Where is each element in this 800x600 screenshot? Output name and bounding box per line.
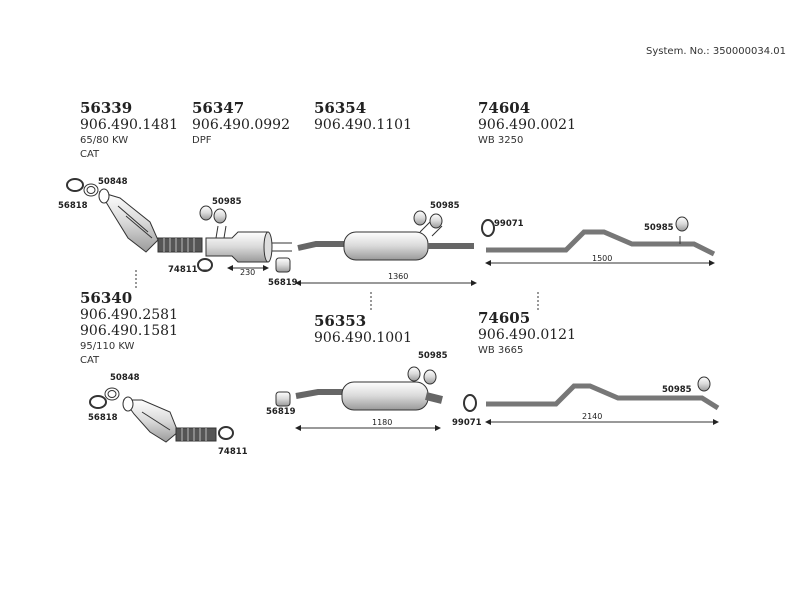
part-note: CAT (80, 354, 100, 366)
part-number: 906.490.0992 (192, 117, 290, 134)
dpf-filter-56347 (205, 225, 292, 263)
part-number: 906.490.0121 (478, 327, 576, 344)
clamp-ring-56818 (89, 395, 107, 409)
part-note: 95/110 KW (80, 341, 135, 353)
clamp-56819 (275, 257, 291, 273)
gasket-50848 (83, 183, 99, 197)
part-note: CAT (80, 148, 100, 160)
label-56818: 56818 (58, 201, 88, 211)
part-number: 906.490.1481 (80, 117, 178, 134)
label-56819: 56819 (268, 278, 298, 288)
catalytic-converter-56340 (122, 396, 179, 443)
part-block-74604: 74604 906.490.0021 WB 3250 (478, 99, 576, 147)
flex-pipe (175, 427, 217, 442)
label-50848: 50848 (110, 373, 140, 383)
system-number: System. No.: 350000034.01 (646, 46, 786, 57)
part-note: WB 3665 (478, 345, 524, 357)
part-block-56339: 56339 906.490.1481 65/80 KW CAT (80, 99, 178, 160)
part-block-56347: 56347 906.490.0992 DPF (192, 99, 290, 147)
label-50985: 50985 (212, 197, 242, 207)
part-code: 56339 (80, 99, 133, 117)
part-number: 906.490.1581 (80, 323, 178, 340)
mount-rubber-50985 (675, 216, 689, 232)
pipe-clamp-74811 (197, 258, 213, 272)
clamp-99071 (463, 394, 477, 412)
part-code: 56354 (314, 99, 367, 117)
dimension-1360: 1360 (388, 272, 408, 281)
label-50985: 50985 (430, 201, 460, 211)
part-code: 56347 (192, 99, 245, 117)
label-56818: 56818 (88, 413, 118, 423)
part-code: 56340 (80, 289, 133, 307)
catalytic-converter-56339 (98, 188, 159, 253)
clamp-99071 (481, 219, 495, 237)
middle-silencer-56354 (297, 221, 474, 261)
dimension-1500: 1500 (592, 254, 612, 263)
part-note: WB 3250 (478, 135, 524, 147)
part-number: 906.490.1001 (314, 330, 412, 347)
label-99071: 99071 (452, 418, 482, 428)
part-block-56354: 56354 906.490.1101 (314, 99, 412, 134)
part-code: 74605 (478, 309, 531, 327)
part-block-56353: 56353 906.490.1001 (314, 312, 412, 347)
pipe-clamp-74811 (218, 426, 234, 440)
dimension-1180: 1180 (372, 418, 392, 427)
gasket-50848 (104, 387, 120, 401)
label-50848: 50848 (98, 177, 128, 187)
label-74811: 74811 (168, 265, 198, 275)
part-note: 65/80 KW (80, 135, 129, 147)
mount-rubber-50985 (413, 210, 443, 229)
mount-rubber-50985 (407, 366, 437, 385)
label-50985: 50985 (418, 351, 448, 361)
part-number: 906.490.0021 (478, 117, 576, 134)
part-number: 906.490.2581 (80, 307, 178, 324)
dimension-2140: 2140 (582, 412, 602, 421)
flex-pipe (157, 237, 203, 253)
tail-pipe-74605 (486, 383, 720, 411)
dimension-230: 230 (240, 268, 255, 277)
clamp-ring-56818 (66, 178, 84, 192)
label-74811: 74811 (218, 447, 248, 457)
label-50985: 50985 (662, 385, 692, 395)
label-99071: 99071 (494, 219, 524, 229)
part-code: 56353 (314, 312, 367, 330)
middle-silencer-56353 (295, 381, 443, 411)
part-code: 74604 (478, 99, 531, 117)
part-block-56340: 56340 906.490.2581 906.490.1581 95/110 K… (80, 289, 178, 366)
clamp-56819 (275, 391, 291, 407)
label-56819: 56819 (266, 407, 296, 417)
label-50985: 50985 (644, 223, 674, 233)
mount-rubber-50985 (199, 205, 227, 224)
part-note: DPF (192, 135, 212, 147)
part-block-74605: 74605 906.490.0121 WB 3665 (478, 309, 576, 357)
tail-pipe-74604 (486, 229, 716, 257)
part-number: 906.490.1101 (314, 117, 412, 134)
mount-rubber-50985 (697, 376, 711, 392)
